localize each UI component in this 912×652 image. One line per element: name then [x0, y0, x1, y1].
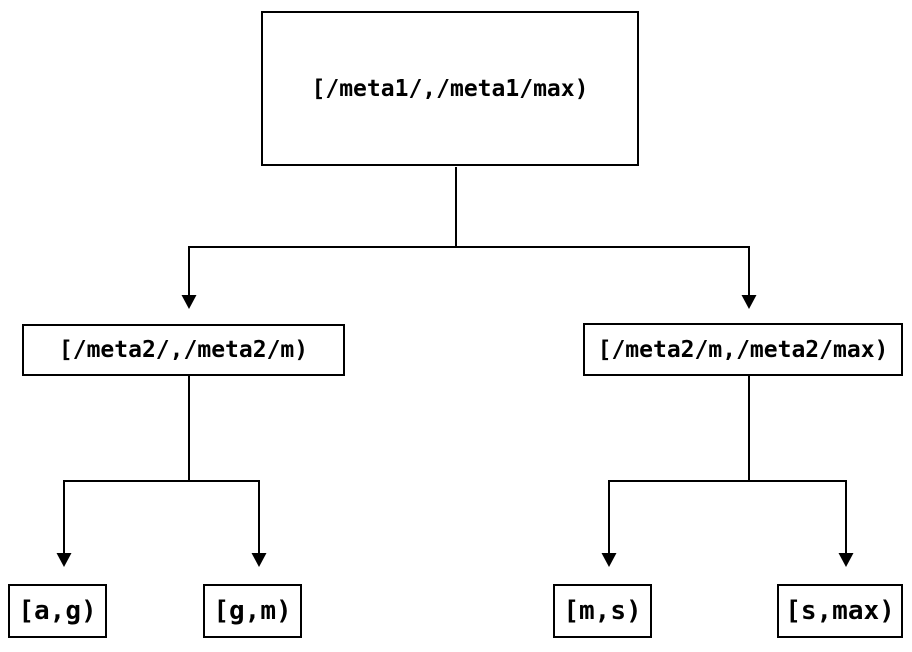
tree-node-meta2-high: [/meta2/m,/meta2/max) [583, 323, 903, 376]
edge-meta2-low-to-leaf-gm [188, 376, 260, 553]
tree-node-leaf-smax: [s,max) [777, 584, 903, 638]
edge-root-to-meta2-high [455, 167, 750, 295]
tree-node-meta2-low: [/meta2/,/meta2/m) [22, 324, 345, 376]
arrowhead-leaf-ms [601, 553, 617, 567]
tree-node-root: [/meta1/,/meta1/max) [261, 11, 639, 166]
arrowhead-leaf-gm [251, 553, 267, 567]
edge-meta2-high-to-leaf-smax [748, 376, 847, 553]
arrowhead-leaf-ag [56, 553, 72, 567]
arrowhead-meta2-low [181, 295, 197, 309]
arrowhead-meta2-high [741, 295, 757, 309]
edge-root-to-meta2-low [188, 167, 457, 295]
tree-node-leaf-ag: [a,g) [8, 584, 107, 638]
tree-node-leaf-gm: [g,m) [203, 584, 302, 638]
tree-node-leaf-ms: [m,s) [553, 584, 652, 638]
edge-meta2-high-to-leaf-ms [608, 376, 750, 553]
arrowhead-leaf-smax [838, 553, 854, 567]
edge-meta2-low-to-leaf-ag [63, 376, 190, 553]
